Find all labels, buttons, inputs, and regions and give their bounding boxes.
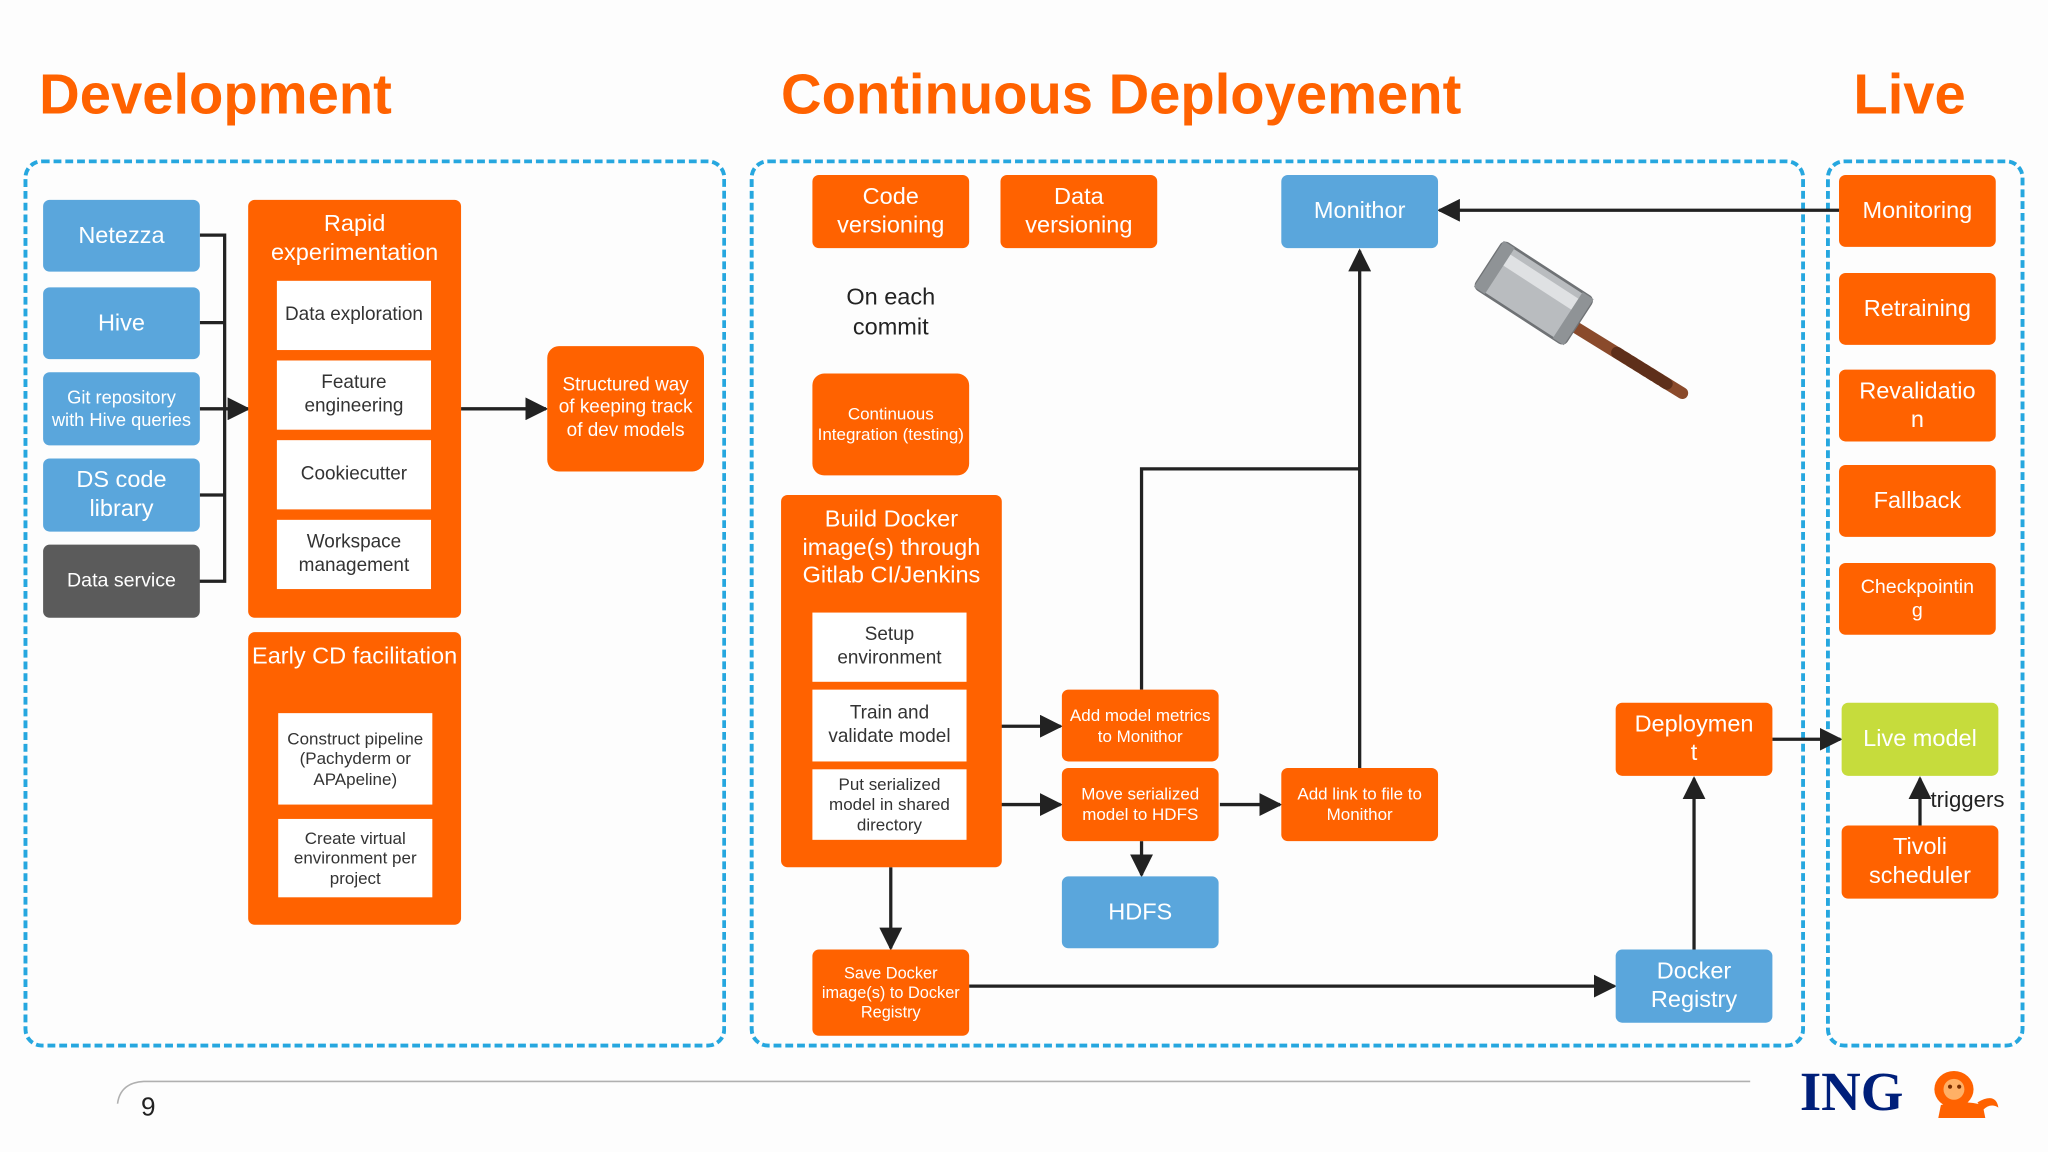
code-versioning-box: Code versioning xyxy=(812,175,970,249)
build-item-serialized-model: Put serialized model in shared directory xyxy=(812,769,967,840)
live-item-fallback: Fallback xyxy=(1839,464,1996,537)
rapid-item-cookiecutter: Cookiecutter xyxy=(276,440,432,510)
rapid-experimentation-title: Rapid experimentation xyxy=(270,210,439,265)
ing-lion-logo xyxy=(1934,1071,1999,1119)
save-docker-box: Save Docker image(s) to Docker Registry xyxy=(812,949,970,1036)
data-versioning-box: Data versioning xyxy=(1000,175,1158,249)
add-link-monithor-box: Add link to file to Monithor xyxy=(1281,767,1439,842)
source-data-service: Data service xyxy=(43,544,200,618)
triggers-label: triggers xyxy=(1930,787,2005,813)
rapid-experimentation-panel: Rapid experimentation Data exploration F… xyxy=(248,199,462,618)
page-number: 9 xyxy=(141,1093,156,1122)
ing-wordmark: ING xyxy=(1799,1063,1904,1124)
live-item-monitoring: Monitoring xyxy=(1839,175,1996,247)
rapid-item-data-exploration: Data exploration xyxy=(276,280,432,351)
early-cd-panel: Early CD facilitation Construct pipeline… xyxy=(248,632,462,925)
move-model-hdfs-box: Move serialized model to HDFS xyxy=(1061,767,1219,842)
monithor-box: Monithor xyxy=(1281,175,1439,249)
tivoli-scheduler-box: Tivoli scheduler xyxy=(1841,825,1999,899)
live-title: Live xyxy=(1853,63,1966,127)
live-model-box: Live model xyxy=(1841,702,1999,776)
live-item-revalidation: Revalidatio n xyxy=(1839,369,1996,442)
hdfs-box: HDFS xyxy=(1061,876,1219,949)
build-item-setup-environment: Setup environment xyxy=(812,612,967,682)
build-item-train-validate: Train and validate model xyxy=(812,689,967,762)
early-cd-item-construct-pipeline: Construct pipeline (Pachyderm or APApeli… xyxy=(278,713,433,805)
source-netezza: Netezza xyxy=(43,199,200,272)
source-ds-code-library: DS code library xyxy=(43,458,200,532)
source-hive: Hive xyxy=(43,287,200,360)
source-git-repository: Git repository with Hive queries xyxy=(43,372,200,446)
live-item-checkpointing: Checkpointin g xyxy=(1839,562,1996,635)
docker-registry-box: Docker Registry xyxy=(1615,949,1773,1023)
live-item-retraining: Retraining xyxy=(1839,272,1996,345)
deployment-box: Deploymen t xyxy=(1615,702,1773,776)
hammer-icon xyxy=(1473,240,1689,400)
early-cd-item-virtual-environment: Create virtual environment per project xyxy=(278,818,433,898)
early-cd-title: Early CD facilitation xyxy=(252,642,458,669)
build-docker-title: Build Docker image(s) through Gitlab CI/… xyxy=(802,505,981,588)
on-each-commit-label: On each commit xyxy=(846,283,936,339)
live-section xyxy=(1825,159,2025,1048)
cd-section xyxy=(749,159,1806,1048)
add-model-metrics-box: Add model metrics to Monithor xyxy=(1061,689,1219,762)
build-docker-panel: Build Docker image(s) through Gitlab CI/… xyxy=(781,495,1002,868)
continuous-integration-box: Continuous Integration (testing) xyxy=(812,373,970,476)
cd-title: Continuous Deployement xyxy=(781,63,1462,127)
structured-tracking-box: Structured way of keeping track of dev m… xyxy=(547,346,704,472)
rapid-item-feature-engineering: Feature engineering xyxy=(276,360,432,430)
rapid-item-workspace-management: Workspace management xyxy=(276,519,432,590)
development-section xyxy=(23,159,727,1048)
development-title: Development xyxy=(39,63,392,127)
